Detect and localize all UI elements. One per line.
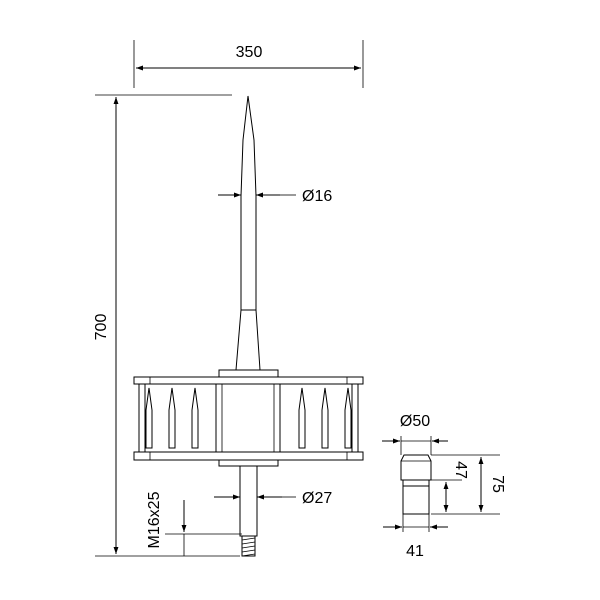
dimension-rod-diameter: Ø16 bbox=[218, 188, 332, 205]
rod-taper bbox=[235, 309, 261, 371]
dimension-width: 350 bbox=[133, 40, 364, 88]
dimension-height-label: 700 bbox=[93, 314, 110, 341]
rod-tip bbox=[240, 95, 257, 311]
dimension-adapter-base-width: 41 bbox=[383, 514, 448, 560]
lightning-rod bbox=[133, 95, 364, 557]
left-post bbox=[138, 383, 146, 453]
dimension-adapter-base-width-label: 41 bbox=[406, 543, 424, 560]
dimension-adapter-inner-height-label: 47 bbox=[452, 461, 469, 479]
adapter-neck bbox=[402, 479, 430, 487]
bottom-plate bbox=[133, 451, 364, 461]
right-spikes bbox=[298, 387, 352, 449]
dimension-adapter-inner-height: 47 bbox=[431, 461, 469, 515]
dimension-base-diameter: Ø27 bbox=[214, 490, 332, 507]
dimension-rod-diameter-label: Ø16 bbox=[302, 188, 332, 205]
dimension-adapter-total-height-label: 75 bbox=[489, 475, 506, 493]
dimension-adapter-diameter-label: Ø50 bbox=[400, 413, 430, 430]
dimension-height: 700 bbox=[93, 94, 240, 557]
bottom-collar bbox=[218, 459, 279, 467]
lower-rod bbox=[239, 465, 258, 537]
dimension-adapter-total-height: 75 bbox=[431, 454, 506, 515]
adapter-cap bbox=[400, 454, 432, 481]
dimension-base-diameter-label: Ø27 bbox=[302, 490, 332, 507]
dimension-adapter-diameter: Ø50 bbox=[382, 413, 448, 455]
adapter-part bbox=[400, 454, 432, 515]
top-plate bbox=[133, 376, 364, 385]
dimension-thread: M16x25 bbox=[146, 491, 242, 556]
threaded-end bbox=[241, 535, 256, 557]
right-post bbox=[351, 383, 359, 453]
dimension-thread-label: M16x25 bbox=[146, 491, 163, 548]
central-body bbox=[215, 383, 281, 453]
adapter-body bbox=[402, 485, 430, 515]
left-spikes bbox=[145, 387, 199, 449]
dimension-width-label: 350 bbox=[236, 44, 263, 61]
